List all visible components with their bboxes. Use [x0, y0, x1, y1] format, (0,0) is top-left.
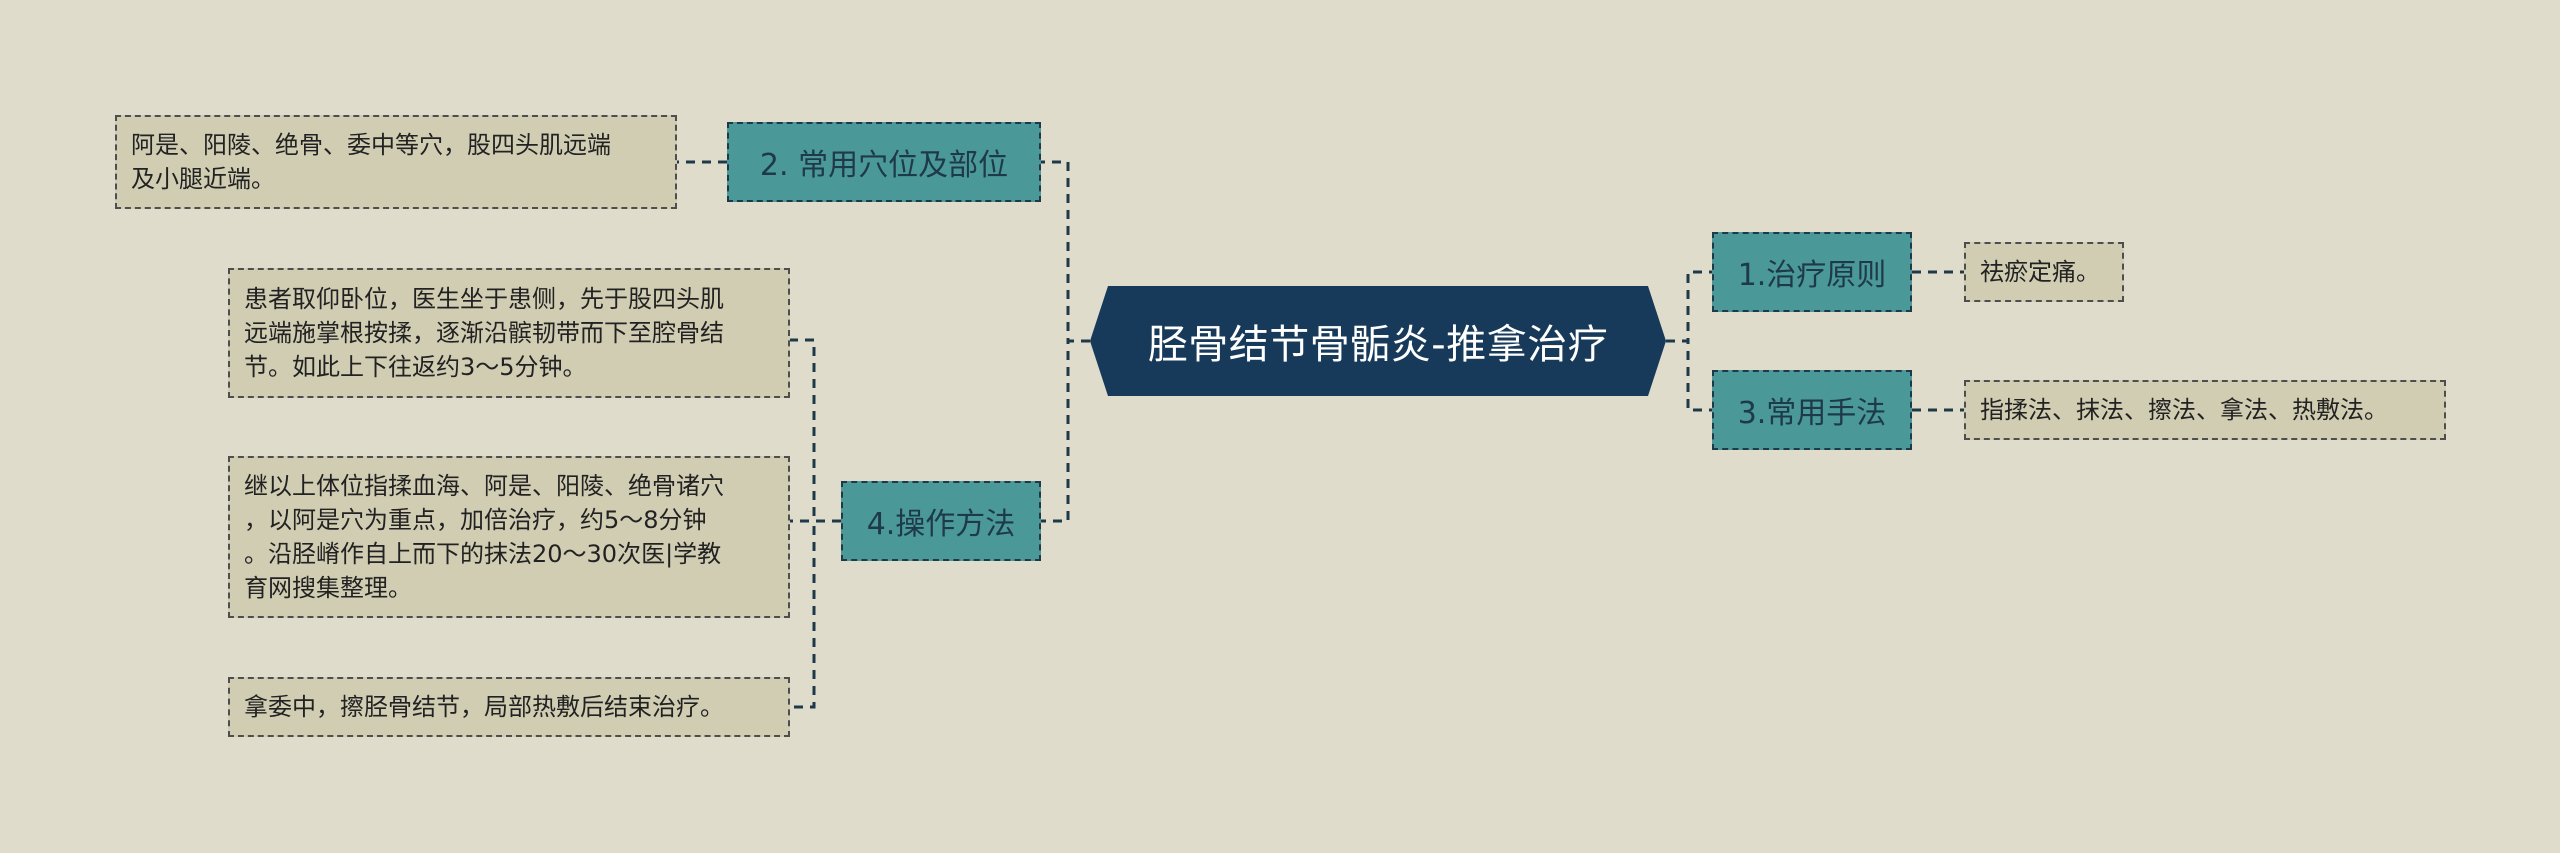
leaf-text: 患者取仰卧位，医生坐于患侧，先于股四头肌 远端施掌根按揉，逐渐沿髌韧带而下至腔骨… [244, 285, 724, 381]
leaf-procedure-step-2[interactable]: 继以上体位指揉血海、阿是、阳陵、绝骨诸穴 ，以阿是穴为重点，加倍治疗，约5～8分… [228, 456, 790, 618]
leaf-acupoints[interactable]: 阿是、阳陵、绝骨、委中等穴，股四头肌远端 及小腿近端。 [115, 115, 677, 209]
branch-acupoints[interactable]: 2. 常用穴位及部位 [727, 122, 1041, 202]
branch-procedure[interactable]: 4.操作方法 [841, 481, 1041, 561]
link-center-b3 [1666, 339, 1712, 412]
branch-label: 2. 常用穴位及部位 [759, 148, 1009, 183]
link-center-b4 [1041, 339, 1090, 523]
leaf-techniques[interactable]: 指揉法、抹法、擦法、拿法、热敷法。 [1964, 380, 2446, 440]
link-center-b2 [1041, 160, 1090, 343]
leaf-text: 阿是、阳陵、绝骨、委中等穴，股四头肌远端 及小腿近端。 [131, 131, 611, 193]
central-topic[interactable]: 胫骨结节骨骺炎-推拿治疗 [1090, 286, 1666, 396]
central-topic-label: 胫骨结节骨骺炎-推拿治疗 [1147, 322, 1609, 368]
leaf-text: 祛瘀定痛。 [1980, 258, 2100, 286]
branch-label: 3.常用手法 [1737, 396, 1887, 431]
leaf-procedure-step-3[interactable]: 拿委中，擦胫骨结节，局部热敷后结束治疗。 [228, 677, 790, 737]
link-b4-l4a [790, 338, 841, 523]
leaf-text: 指揉法、抹法、擦法、拿法、热敷法。 [1980, 396, 2388, 424]
leaf-text: 拿委中，擦胫骨结节，局部热敷后结束治疗。 [244, 693, 724, 721]
link-b4-l4c [790, 519, 841, 709]
branch-label: 1.治疗原则 [1737, 258, 1887, 293]
branch-treatment-principle[interactable]: 1.治疗原则 [1712, 232, 1912, 312]
leaf-treatment-principle[interactable]: 祛瘀定痛。 [1964, 242, 2124, 302]
branch-label: 4.操作方法 [866, 507, 1016, 542]
link-center-b1 [1666, 270, 1712, 343]
branch-techniques[interactable]: 3.常用手法 [1712, 370, 1912, 450]
leaf-procedure-step-1[interactable]: 患者取仰卧位，医生坐于患侧，先于股四头肌 远端施掌根按揉，逐渐沿髌韧带而下至腔骨… [228, 268, 790, 398]
leaf-text: 继以上体位指揉血海、阿是、阳陵、绝骨诸穴 ，以阿是穴为重点，加倍治疗，约5～8分… [244, 472, 724, 602]
